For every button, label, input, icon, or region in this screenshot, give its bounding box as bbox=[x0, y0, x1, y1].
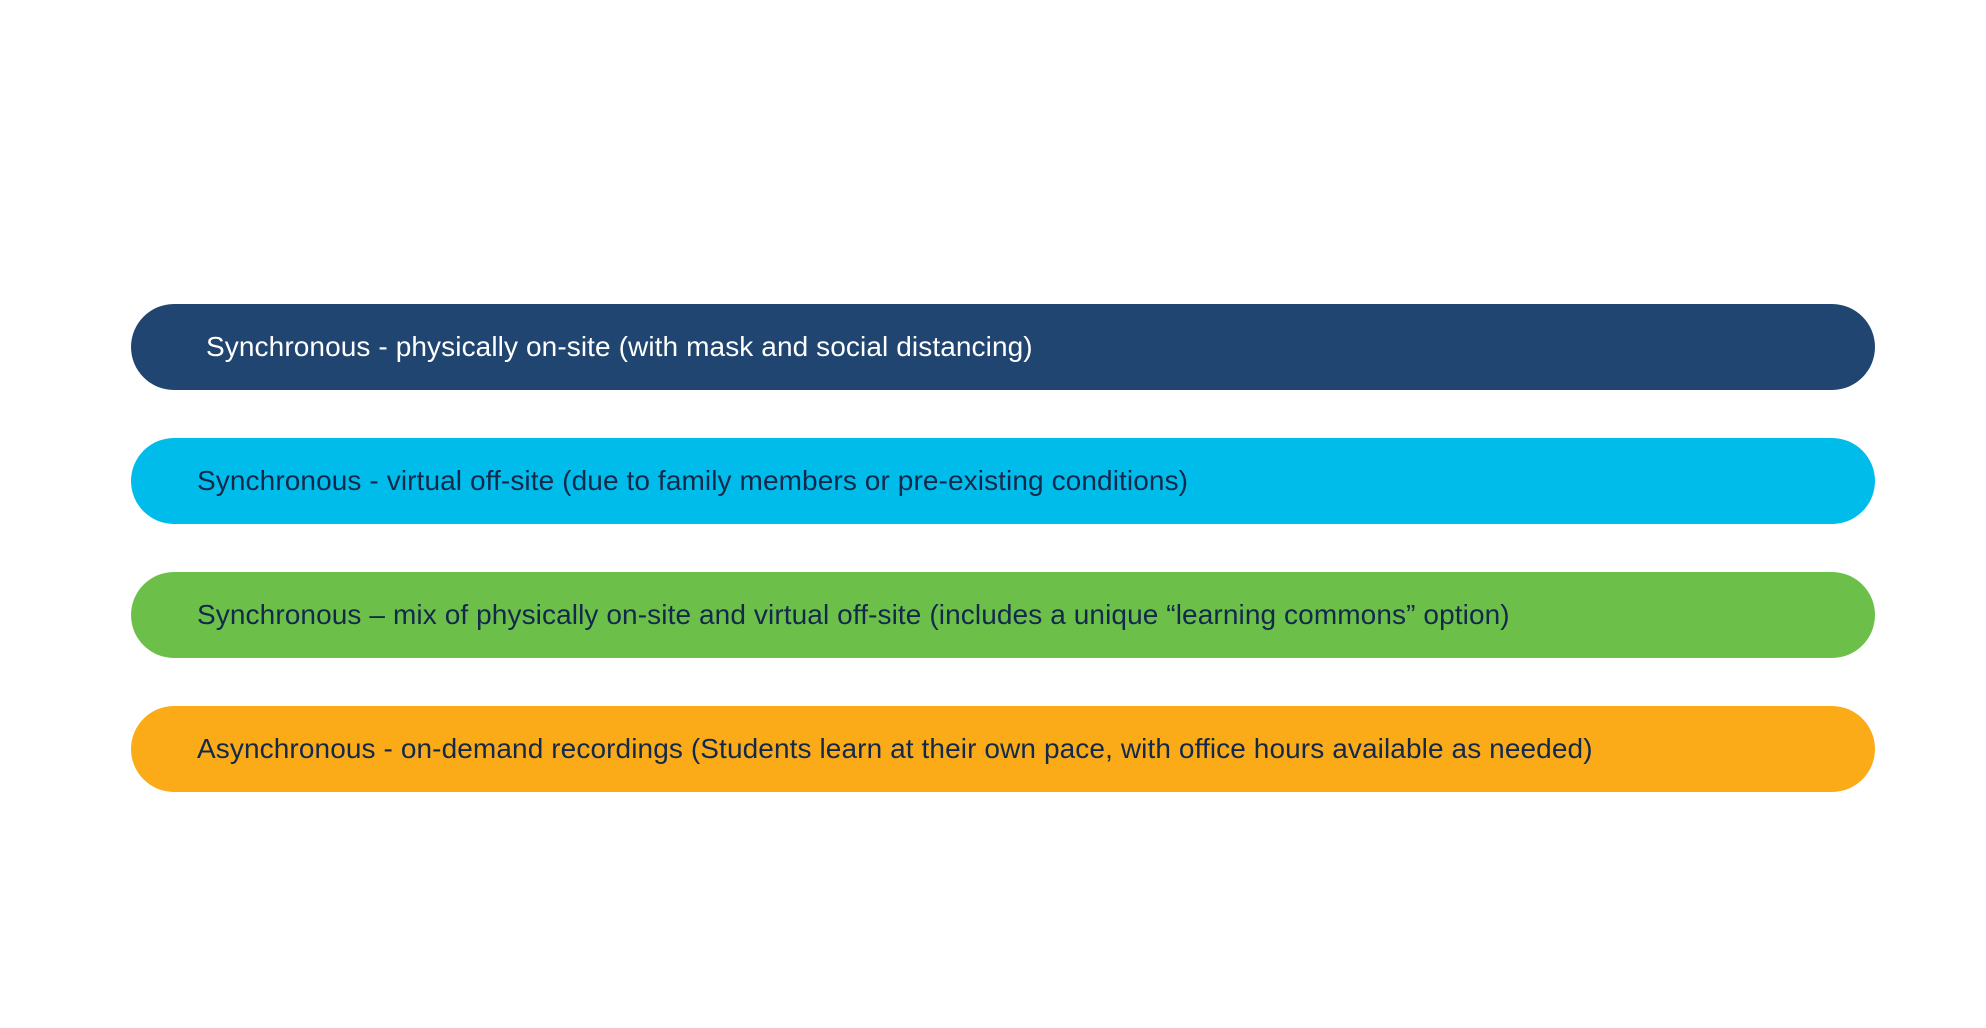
learning-options-list: Synchronous - physically on-site (with m… bbox=[131, 304, 1875, 792]
option-pill-synchronous-on-site: Synchronous - physically on-site (with m… bbox=[131, 304, 1875, 390]
option-label: Synchronous – mix of physically on-site … bbox=[197, 599, 1510, 630]
option-label: Synchronous - virtual off-site (due to f… bbox=[197, 465, 1189, 496]
option-pill-asynchronous: Asynchronous - on-demand recordings (Stu… bbox=[131, 706, 1875, 792]
option-pill-synchronous-virtual: Synchronous - virtual off-site (due to f… bbox=[131, 438, 1875, 524]
option-label: Synchronous - physically on-site (with m… bbox=[206, 331, 1033, 362]
option-pill-synchronous-mix: Synchronous – mix of physically on-site … bbox=[131, 572, 1875, 658]
option-label: Asynchronous - on-demand recordings (Stu… bbox=[197, 733, 1593, 764]
